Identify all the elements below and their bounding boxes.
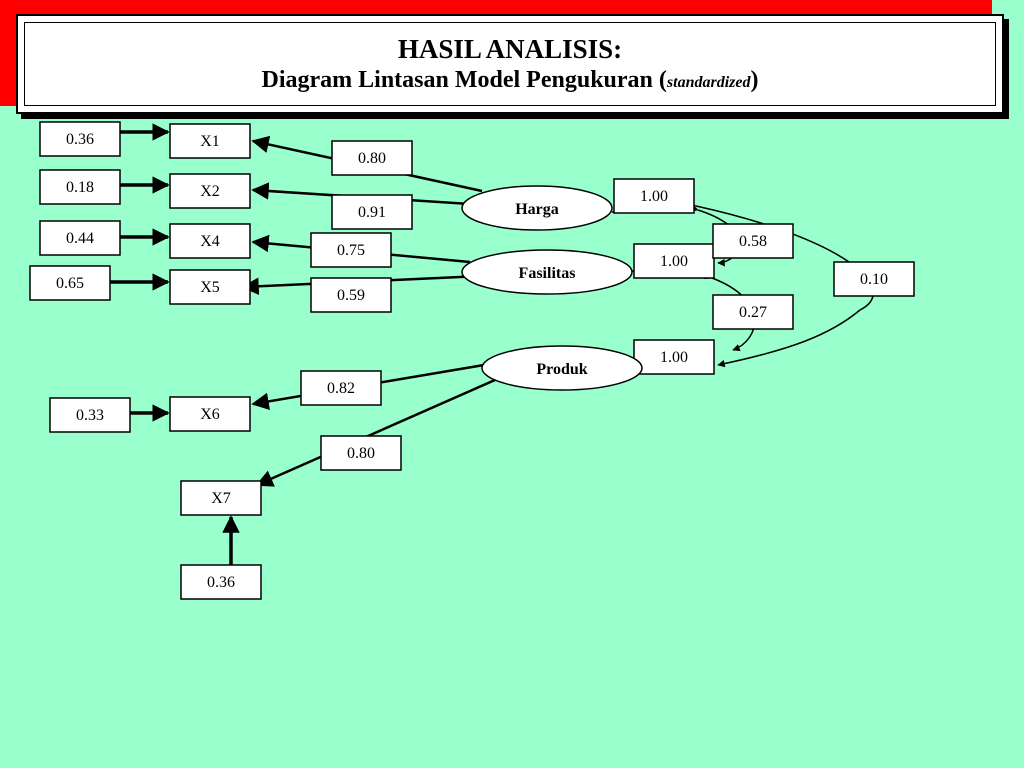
- latent-produk: Produk: [481, 345, 643, 391]
- title-line2-end: ): [750, 67, 759, 93]
- indicator-label-x7: X7: [211, 490, 231, 507]
- indicator-box-x4: X4: [169, 223, 251, 259]
- loading-box-x4: 0.75: [310, 232, 392, 268]
- loading-box-x2: 0.91: [331, 194, 413, 230]
- loading-value-x6: 0.82: [327, 380, 355, 397]
- corr-curve-harga-produk: [688, 200, 874, 368]
- variance-value-harga: 1.00: [640, 188, 668, 205]
- error-box-x6: 0.33: [49, 397, 131, 433]
- error-value-x6: 0.33: [76, 407, 104, 424]
- error-value-x4: 0.44: [66, 230, 94, 247]
- corr-box-fasilitas-produk: 0.27: [712, 294, 794, 330]
- indicator-box-x6: X6: [169, 396, 251, 432]
- variance-box-produk: 1.00: [633, 339, 715, 375]
- indicator-label-x2: X2: [200, 183, 220, 200]
- indicator-label-x5: X5: [200, 279, 220, 296]
- corr-value-fasilitas-produk: 0.27: [739, 304, 767, 321]
- error-box-x5: 0.65: [29, 265, 111, 301]
- title-line1: HASIL ANALISIS:: [397, 34, 623, 64]
- loading-value-x5: 0.59: [337, 287, 365, 304]
- loading-box-x1: 0.80: [331, 140, 413, 176]
- indicator-box-x1: X1: [169, 123, 251, 159]
- loading-value-x4: 0.75: [337, 242, 365, 259]
- loading-value-x2: 0.91: [358, 204, 386, 221]
- corr-value-harga-produk: 0.10: [860, 271, 888, 288]
- error-box-x7: 0.36: [180, 564, 262, 600]
- latent-harga: Harga: [461, 185, 613, 231]
- latent-label-produk: Produk: [536, 361, 587, 378]
- corr-box-harga-fasilitas: 0.58: [712, 223, 794, 259]
- error-value-x1: 0.36: [66, 131, 94, 148]
- title-line2: Diagram Lintasan Model Pengukuran (stand…: [25, 65, 995, 98]
- error-box-x1: 0.36: [39, 121, 121, 157]
- variance-value-fasilitas: 1.00: [660, 253, 688, 270]
- latent-fasilitas: Fasilitas: [461, 249, 633, 295]
- latent-label-harga: Harga: [515, 201, 559, 218]
- indicator-box-x5: X5: [169, 269, 251, 305]
- error-value-x5: 0.65: [56, 275, 84, 292]
- corr-value-harga-fasilitas: 0.58: [739, 233, 767, 250]
- title-line2-italic: standardized: [666, 74, 751, 91]
- error-value-x2: 0.18: [66, 179, 94, 196]
- variance-value-produk: 1.00: [660, 349, 688, 366]
- loading-box-x5: 0.59: [310, 277, 392, 313]
- error-value-x7: 0.36: [207, 574, 235, 591]
- indicator-label-x1: X1: [200, 133, 220, 150]
- loading-value-x7: 0.80: [347, 445, 375, 462]
- loading-arrow-x7: [255, 378, 496, 487]
- title-box: HASIL ANALISIS: Diagram Lintasan Model P…: [16, 14, 1004, 114]
- error-box-x2: 0.18: [39, 169, 121, 205]
- loading-box-x7: 0.80: [320, 435, 402, 471]
- latent-label-fasilitas: Fasilitas: [519, 265, 576, 282]
- indicator-label-x6: X6: [200, 406, 220, 423]
- corr-box-harga-produk: 0.10: [833, 261, 915, 297]
- error-box-x4: 0.44: [39, 220, 121, 256]
- variance-box-fasilitas: 1.00: [633, 243, 715, 279]
- indicator-label-x4: X4: [200, 233, 220, 250]
- variance-box-harga: 1.00: [613, 178, 695, 214]
- indicator-box-x2: X2: [169, 173, 251, 209]
- loading-box-x6: 0.82: [300, 370, 382, 406]
- title-line2-main: Diagram Lintasan Model Pengukuran (: [261, 67, 667, 93]
- loading-value-x1: 0.80: [358, 150, 386, 167]
- title-inner: HASIL ANALISIS: Diagram Lintasan Model P…: [24, 22, 996, 106]
- indicator-box-x7: X7: [180, 480, 262, 516]
